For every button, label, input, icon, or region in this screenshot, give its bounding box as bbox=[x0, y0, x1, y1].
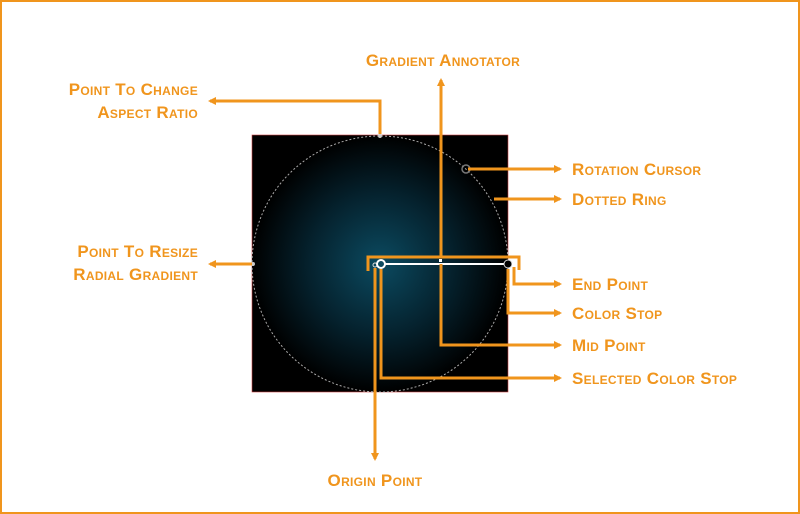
annotator bbox=[372, 259, 515, 269]
label-selected: Selected Color Stop bbox=[572, 369, 737, 388]
label-ring: Dotted Ring bbox=[572, 190, 667, 209]
label-aspect-1: Point To Change bbox=[69, 80, 198, 99]
label-aspect-2: Aspect Ratio bbox=[97, 103, 198, 122]
color-stop[interactable] bbox=[503, 259, 513, 269]
mid-point[interactable] bbox=[439, 259, 442, 262]
label-resize-2: Radial Gradient bbox=[73, 265, 198, 284]
aspect-ratio-handle[interactable] bbox=[378, 134, 382, 138]
label-origin: Origin Point bbox=[328, 471, 423, 490]
label-rotation: Rotation Cursor bbox=[572, 160, 701, 179]
selected-color-stop[interactable] bbox=[376, 259, 386, 269]
label-color-stop: Color Stop bbox=[572, 304, 662, 323]
callout-lines bbox=[208, 78, 562, 461]
label-mid: Mid Point bbox=[572, 336, 646, 355]
label-end: End Point bbox=[572, 275, 648, 294]
title-label: Gradient Annotator bbox=[366, 51, 520, 70]
end-point[interactable] bbox=[512, 263, 515, 266]
label-resize-1: Point To Resize bbox=[77, 242, 198, 261]
